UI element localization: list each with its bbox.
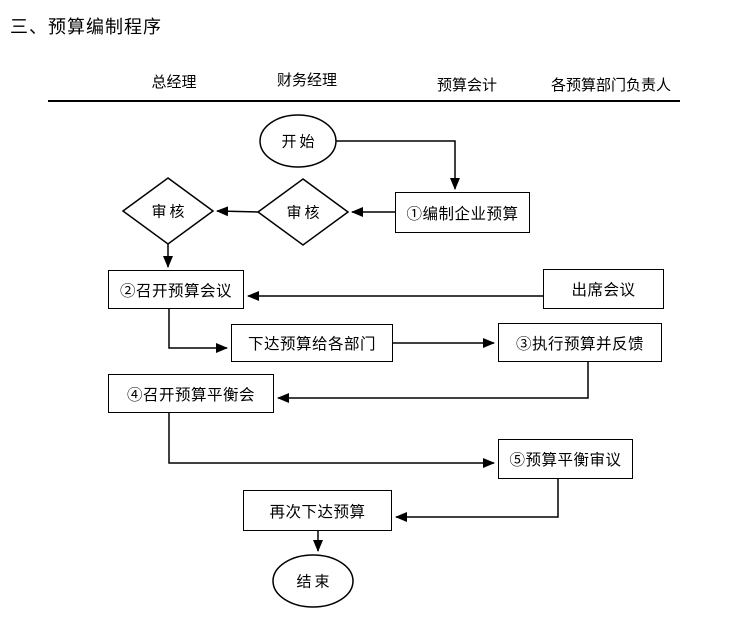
connector-start-to-step1 — [336, 140, 460, 190]
connector-step4-to-step5 — [168, 413, 495, 468]
node-step4-budget-balance-meeting: ④召开预算平衡会 — [108, 374, 274, 413]
node-step5-budget-balance-review: ⑤预算平衡审议 — [498, 439, 633, 479]
review-finance-label: 审核 — [286, 205, 323, 222]
swimlane-divider — [48, 100, 680, 102]
lane-header-finance-manager: 财务经理 — [276, 73, 338, 89]
lane-header-general-manager: 总经理 — [151, 75, 197, 91]
start-terminator-label: 开始 — [281, 134, 318, 151]
node-issue-budget-to-departments: 下达预算给各部门 — [231, 324, 393, 362]
node-reissue-budget: 再次下达预算 — [243, 490, 392, 531]
node-attend-meeting: 出席会议 — [543, 269, 664, 309]
node-step2-hold-budget-meeting: ②召开预算会议 — [108, 270, 244, 309]
page-title: 三、预算编制程序 — [10, 17, 162, 37]
end-terminator-shape — [272, 554, 354, 608]
node-step3-execute-and-feedback: ③执行预算并反馈 — [498, 323, 662, 362]
node-step1-prepare-budget: ①编制企业预算 — [395, 192, 530, 233]
review-gm-label: 审核 — [151, 204, 188, 221]
end-terminator-label: 结束 — [296, 574, 333, 591]
connector-step5-to-reissue — [395, 479, 559, 522]
connector-step3-to-step4 — [277, 362, 589, 403]
lane-header-budget-accountant: 预算会计 — [436, 78, 498, 94]
connector-review-finance-to-review-gm — [216, 206, 259, 217]
connector-step2-to-issue-budget — [168, 309, 228, 353]
review-finance-diamond-shape — [256, 178, 350, 246]
lane-header-department-heads: 各预算部门负责人 — [550, 78, 672, 94]
